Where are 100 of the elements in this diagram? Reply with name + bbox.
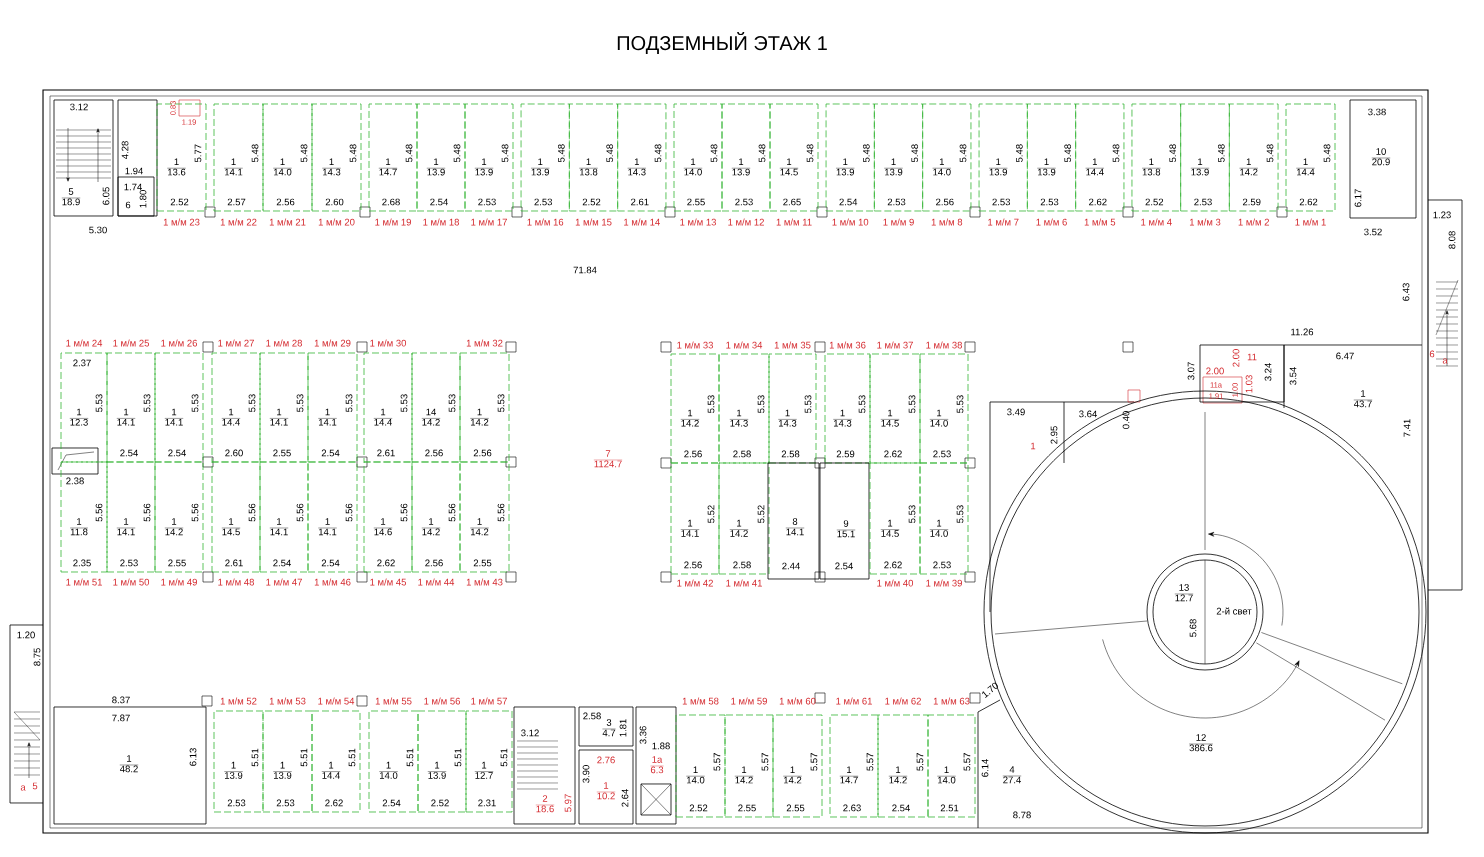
space-number-label: 1 м/м 22 — [220, 218, 257, 226]
space-number-label: 1 м/м 15 — [575, 218, 612, 226]
node-label: 2.59 — [836, 450, 855, 458]
node-label: 14.5 — [780, 168, 798, 176]
node-label: 5.53 — [296, 394, 304, 412]
node-label: 5.48 — [300, 144, 308, 163]
node-label: 2.56 — [425, 559, 443, 567]
node-label: 14.2 — [889, 776, 907, 784]
node-label: 2.58 — [733, 561, 751, 569]
parking-space: 1 14.2 5.56 2.56 — [411, 461, 461, 573]
node-label: 5.57 — [866, 753, 874, 771]
node-label: 5.57 — [963, 753, 971, 771]
node-label: 2.54 — [382, 799, 401, 807]
node-label: 5.56 — [191, 503, 199, 522]
dimension-label: 1.88 — [652, 742, 670, 750]
node-label: 1 — [482, 761, 487, 769]
node-label: 5.48 — [1266, 144, 1274, 163]
node-label: 14.1 — [270, 419, 288, 426]
dimension-label: 1.74 — [124, 183, 142, 191]
space-number-label: 1 м/м 23 — [163, 218, 200, 226]
space-number-label: 1 м/м 47 — [266, 578, 302, 586]
space-number-label: 1 м/м 44 — [418, 578, 455, 586]
node-label: 1 — [538, 158, 543, 165]
node-label: 5.48 — [1169, 144, 1177, 163]
node-label: 2.53 — [478, 198, 496, 206]
node-label: 14.0 — [933, 168, 951, 176]
room-marker: а — [1442, 358, 1448, 364]
dimension-label: 3.24 — [1264, 363, 1272, 381]
space-number-label: 1 м/м 4 — [1141, 218, 1172, 226]
node-label: 2.61 — [225, 559, 243, 567]
node-label: 1 — [896, 766, 901, 773]
dimension-label: 6.43 — [1402, 283, 1410, 301]
node-label: 14.3 — [833, 419, 852, 427]
parking-space: 1 14.2 5.53 2.56 — [670, 353, 720, 464]
dimension-label: 3.90 — [582, 765, 590, 783]
node-label: 1 — [939, 158, 944, 165]
space-number-label: 1 м/м 61 — [836, 697, 872, 705]
space-number-label: 1 м/м 21 — [269, 218, 306, 226]
dimension-label: 7.41 — [1403, 419, 1411, 437]
node-label: 1 — [996, 158, 1001, 165]
dimension-label: 1.20 — [17, 631, 35, 639]
node-label: 5.51 — [348, 748, 356, 767]
node-label: 1 — [229, 408, 234, 416]
node-label: 14.1 — [270, 528, 288, 536]
parking-space: 1 13.9 5.48 2.53 — [978, 103, 1028, 212]
node-label: 2.51 — [940, 804, 959, 812]
node-label: 2.62 — [884, 450, 902, 458]
node-label: 2.58 — [733, 450, 751, 458]
node-label: 14.2 — [681, 419, 699, 427]
parking-space: 1 14.5 5.48 2.65 — [769, 103, 819, 212]
room-label: 4 27.4 — [1002, 766, 1022, 784]
node-label: 2.55 — [168, 559, 186, 567]
space-number-label: 1 м/м 39 — [926, 579, 962, 587]
parking-space: 1 13.9 5.48 2.53 — [464, 103, 514, 212]
node-label: 13.8 — [579, 168, 598, 176]
node-label: 14.2 — [422, 528, 440, 536]
node-label: 1 — [785, 409, 790, 417]
node-label: 2.52 — [431, 799, 449, 807]
node-label: 1 — [229, 518, 234, 525]
parking-space: 1 14.5 5.53 2.62 — [869, 353, 921, 464]
dimension-label: 3.12 — [70, 103, 88, 111]
space-number-label: 1 м/м 25 — [113, 339, 150, 347]
node-label: 13.8 — [1142, 168, 1161, 176]
space-number-label: 1 м/м 28 — [266, 339, 302, 347]
node-label: 2.54 — [168, 449, 186, 457]
node-label: 2.53 — [933, 561, 951, 569]
dimension-label: 6.14 — [981, 759, 989, 777]
node-label: 1 — [280, 761, 285, 769]
space-number-label: 1 м/м 12 — [728, 218, 764, 226]
node-label: 1 — [843, 158, 848, 165]
node-label: 14.4 — [322, 772, 340, 779]
node-label: 14.1 — [318, 528, 337, 536]
node-label: 5.57 — [810, 753, 818, 771]
dimension-label: 2.00 — [1206, 367, 1224, 375]
space-number-label: 1 м/м 43 — [466, 578, 503, 586]
node-label: 2.52 — [170, 198, 189, 206]
node-label: 1 — [172, 518, 177, 525]
space-number-label: 1 м/м 52 — [220, 697, 257, 705]
node-label: 1 — [888, 519, 893, 527]
node-label: 5.53 — [757, 395, 765, 413]
parking-space: 1 14.1 5.53 2.54 — [307, 352, 358, 463]
parking-space: 1 14.3 5.53 2.59 — [824, 353, 871, 464]
space-number-label: 1 м/м 49 — [161, 578, 197, 586]
node-label: 2.54 — [892, 804, 910, 812]
node-label: 5.48 — [1064, 144, 1072, 163]
node-label: 5.48 — [806, 144, 814, 163]
dimension-label: 6.47 — [1336, 352, 1354, 360]
node-label: 1 — [231, 761, 236, 769]
node-label: 5.48 — [710, 144, 718, 163]
node-label: 5.53 — [956, 395, 964, 413]
space-number-label: 1 м/м 1 — [1295, 218, 1326, 226]
space-number-label: 1 м/м 42 — [677, 579, 713, 587]
node-label: 5.56 — [345, 503, 353, 522]
node-label: 2.53 — [534, 198, 553, 206]
node-label: 1 — [386, 761, 391, 769]
node-label: 2.56 — [684, 450, 702, 458]
node-label: 2.55 — [473, 559, 492, 567]
node-label: 13.9 — [732, 168, 750, 176]
space-number-label: 1 м/м 57 — [471, 697, 507, 705]
node-label: 1 — [325, 408, 330, 416]
